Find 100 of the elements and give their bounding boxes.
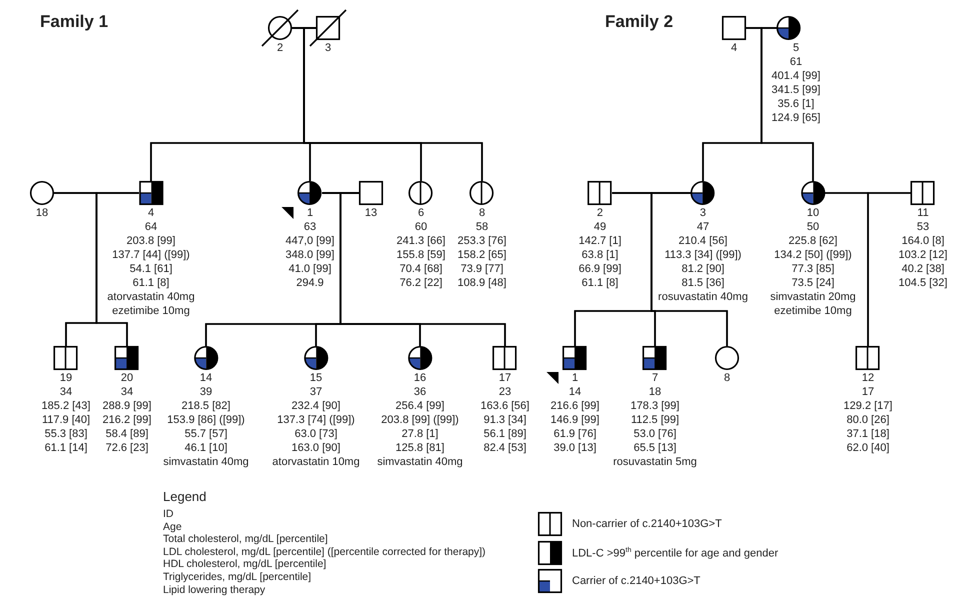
lipid-value: 256.4 [99]: [396, 399, 444, 413]
age-label: 64: [144, 220, 158, 234]
lipid-value: 108.9 [48]: [458, 276, 506, 290]
individual-id: 4: [730, 41, 738, 55]
individual-id: 19: [60, 371, 72, 385]
age-label: 53: [916, 220, 930, 234]
lipid-value: 185.2 [43]: [42, 399, 90, 413]
age-label: 63: [304, 220, 316, 234]
therapy-label: ezetimibe 10mg: [112, 304, 190, 318]
age-label: 61: [790, 55, 802, 69]
lipid-value: 66.9 [99]: [578, 262, 622, 276]
lipid-value: 137.3 [74] ([99]): [277, 413, 355, 427]
lipid-value: 164.0 [8]: [902, 234, 944, 248]
age-label: 47: [696, 220, 710, 234]
lipid-value: 61.9 [76]: [554, 427, 596, 441]
lipid-value: 158.2 [65]: [458, 248, 506, 262]
lipid-value: 76.2 [22]: [400, 276, 442, 290]
lipid-value: 73.5 [24]: [792, 276, 834, 290]
lipid-value: 104.5 [32]: [898, 276, 948, 290]
lipid-value: 103.2 [12]: [898, 248, 948, 262]
lipid-value: 27.8 [1]: [402, 427, 438, 441]
age-label: 18: [648, 385, 662, 399]
lipid-value: 91.3 [34]: [484, 413, 526, 427]
lipid-value: 35.6 [1]: [778, 97, 814, 111]
lipid-value: 341.5 [99]: [772, 83, 820, 97]
therapy-label: atorvastatin 40mg: [107, 290, 195, 304]
individual-id: 1: [306, 206, 314, 220]
family-title: Family 2: [605, 12, 674, 32]
lipid-value: 216.6 [99]: [550, 399, 600, 413]
individual-id: 20: [120, 371, 134, 385]
lipid-value: 117.9 [40]: [42, 413, 90, 427]
individual-id: 1: [572, 371, 578, 385]
lipid-value: 348.0 [99]: [286, 248, 334, 262]
individual-id: 18: [36, 206, 48, 220]
lipid-value: 55.7 [57]: [184, 427, 228, 441]
individual-id: 8: [724, 371, 730, 385]
lipid-value: 155.8 [59]: [396, 248, 446, 262]
age-label: 17: [862, 385, 874, 399]
individual-id: 12: [862, 371, 874, 385]
lipid-value: 447,0 [99]: [286, 234, 334, 248]
lipid-value: 125.8 [81]: [396, 441, 444, 455]
lipid-value: 65.5 [13]: [634, 441, 676, 455]
legend-text: Non-carrier of c.2140+103G>T: [572, 518, 722, 530]
descent-line: [760, 27, 814, 181]
age-label: 34: [60, 385, 72, 399]
age-label: 60: [414, 220, 428, 234]
lipid-value: 241.3 [66]: [396, 234, 446, 248]
lipid-value: 216.2 [99]: [102, 413, 152, 427]
lipid-value: 210.4 [56]: [678, 234, 728, 248]
age-label: 36: [414, 385, 426, 399]
individual-id: 17: [498, 371, 512, 385]
lipid-value: 46.1 [10]: [184, 441, 228, 455]
individual-id: 2: [596, 206, 604, 220]
individual-id: 3: [324, 41, 332, 55]
therapy-label: rosuvastatin 5mg: [613, 455, 697, 469]
lipid-value: 129.2 [17]: [844, 399, 892, 413]
lipid-value: 54.1 [61]: [130, 262, 172, 276]
lipid-value: 218.5 [82]: [182, 399, 230, 413]
lipid-value: 63.8 [1]: [582, 248, 618, 262]
therapy-label: simvastatin 40mg: [163, 455, 249, 469]
legend-key-text: LDL cholesterol, mg/dL [percentile] ([percentile corrected for therapy]): [163, 546, 486, 558]
lipid-value: 53.0 [76]: [634, 427, 676, 441]
individual-id: 5: [792, 41, 800, 55]
lipid-value: 134.2 [50] ([99]): [774, 248, 852, 262]
lipid-value: 146.9 [99]: [550, 413, 600, 427]
lipid-value: 401.4 [99]: [772, 69, 820, 83]
lipid-value: 163.6 [56]: [480, 399, 530, 413]
legend-text: Carrier of c.2140+103G>T: [572, 575, 700, 587]
individual-id: 16: [414, 371, 426, 385]
therapy-label: simvastatin 20mg: [770, 290, 856, 304]
lipid-value: 225.8 [62]: [788, 234, 838, 248]
age-label: 58: [476, 220, 488, 234]
individual-id: 8: [478, 206, 486, 220]
individual-id: 3: [700, 206, 706, 220]
individual-id: 6: [418, 206, 424, 220]
legend-key-text: Total cholesterol, mg/dL [percentile]: [163, 533, 328, 546]
lipid-value: 55.3 [83]: [44, 427, 88, 441]
therapy-label: atorvastatin 10mg: [272, 455, 360, 469]
lipid-value: 81.2 [90]: [682, 262, 724, 276]
lipid-value: 61.1 [8]: [132, 276, 170, 290]
lipid-value: 113.3 [34] ([99]): [664, 248, 742, 262]
lipid-value: 72.6 [23]: [106, 441, 148, 455]
lipid-value: 41.0 [99]: [288, 262, 332, 276]
lipid-value: 70.4 [68]: [400, 262, 442, 276]
individual-id: 11: [917, 206, 929, 220]
lipid-value: 81.5 [36]: [682, 276, 724, 290]
legend-key-text: Lipid lowering therapy: [163, 584, 266, 596]
individual-id: 15: [310, 371, 322, 385]
lipid-value: 39.0 [13]: [554, 441, 596, 455]
legend-heading: Legend: [163, 490, 206, 505]
lipid-value: 124.9 [65]: [772, 111, 820, 125]
lipid-value: 40.2 [38]: [902, 262, 944, 276]
lipid-value: 61.1 [14]: [44, 441, 88, 455]
age-label: 23: [498, 385, 512, 399]
individual-id: 4: [148, 206, 154, 220]
lipid-value: 61.1 [8]: [582, 276, 618, 290]
therapy-label: ezetimibe 10mg: [774, 304, 852, 318]
lipid-value: 294.9: [296, 276, 324, 290]
legend-text: LDL-C >99$^{th}$ percentile for age and gender: [572, 546, 778, 560]
lipid-value: 112.5 [99]: [630, 413, 680, 427]
